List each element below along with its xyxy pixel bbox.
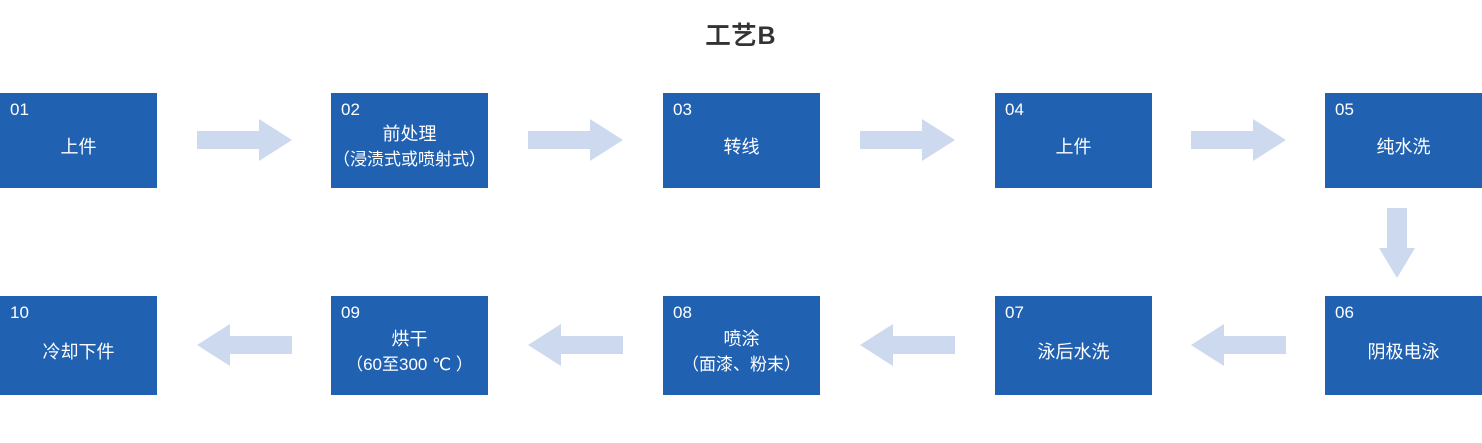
- step-sublabel: （60至300 ℃ ）: [346, 354, 473, 374]
- step-label: 冷却下件: [42, 341, 115, 362]
- arrow-left-icon: [1191, 324, 1286, 366]
- step-label-wrap: 阴极电泳: [1325, 296, 1482, 395]
- arrow-right-icon: [1191, 119, 1286, 161]
- step-label-wrap: 上件: [995, 93, 1152, 188]
- arrow-left-icon: [197, 324, 292, 366]
- step-box-05: 05 纯水洗: [1325, 93, 1482, 188]
- step-box-09: 09 烘干 （60至300 ℃ ）: [331, 296, 488, 395]
- step-box-07: 07 泳后水洗: [995, 296, 1152, 395]
- step-box-02: 02 前处理 （浸渍式或喷射式）: [331, 93, 488, 188]
- step-label: 喷涂: [723, 328, 760, 349]
- step-box-01: 01 上件: [0, 93, 157, 188]
- step-number: 06: [1335, 303, 1354, 322]
- step-label: 烘干: [391, 328, 428, 349]
- step-box-10: 10 冷却下件: [0, 296, 157, 395]
- step-sublabel: （面漆、粉末）: [682, 354, 801, 374]
- step-number: 04: [1005, 100, 1024, 119]
- step-label-wrap: 喷涂 （面漆、粉末）: [663, 296, 820, 395]
- step-number: 03: [673, 100, 692, 119]
- step-label-wrap: 转线: [663, 93, 820, 188]
- step-sublabel: （浸渍式或喷射式）: [333, 149, 486, 169]
- step-label: 前处理: [382, 123, 437, 144]
- step-box-04: 04 上件: [995, 93, 1152, 188]
- arrow-left-icon: [528, 324, 623, 366]
- step-number: 10: [10, 303, 29, 322]
- step-label: 阴极电泳: [1367, 341, 1440, 362]
- step-label-wrap: 冷却下件: [0, 296, 157, 395]
- arrow-down-icon: [1379, 208, 1415, 278]
- step-number: 08: [673, 303, 692, 322]
- step-label: 转线: [723, 136, 760, 157]
- step-number: 07: [1005, 303, 1024, 322]
- diagram-title: 工艺B: [705, 22, 777, 50]
- arrow-right-icon: [528, 119, 623, 161]
- arrow-right-icon: [197, 119, 292, 161]
- step-label-wrap: 泳后水洗: [995, 296, 1152, 395]
- step-number: 01: [10, 100, 29, 119]
- step-label: 泳后水洗: [1037, 341, 1110, 362]
- step-number: 05: [1335, 100, 1354, 119]
- step-box-08: 08 喷涂 （面漆、粉末）: [663, 296, 820, 395]
- step-box-06: 06 阴极电泳: [1325, 296, 1482, 395]
- step-label-wrap: 前处理 （浸渍式或喷射式）: [331, 93, 488, 188]
- step-label-wrap: 上件: [0, 93, 157, 188]
- step-label: 上件: [1055, 136, 1092, 157]
- step-label: 纯水洗: [1376, 136, 1431, 157]
- step-label: 上件: [60, 136, 97, 157]
- step-number: 02: [341, 100, 360, 119]
- step-label-wrap: 纯水洗: [1325, 93, 1482, 188]
- arrow-left-icon: [860, 324, 955, 366]
- arrow-right-icon: [860, 119, 955, 161]
- step-number: 09: [341, 303, 360, 322]
- step-label-wrap: 烘干 （60至300 ℃ ）: [331, 296, 488, 395]
- step-box-03: 03 转线: [663, 93, 820, 188]
